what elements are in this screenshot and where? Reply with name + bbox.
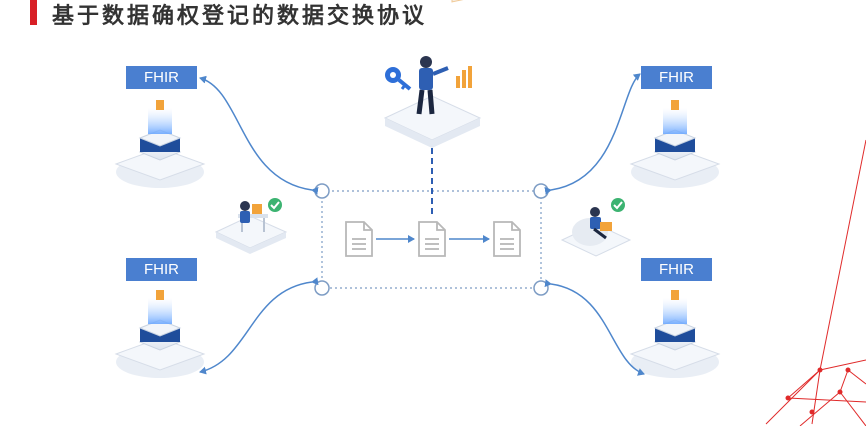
curve-arrow-bottom-left: [199, 277, 319, 375]
check-badge-icon: [268, 198, 282, 212]
document-icon: [345, 221, 373, 257]
corner-handle-top-right: [533, 183, 549, 199]
decorative-network: [765, 139, 866, 426]
fhir-label-bottom-left: FHIR: [126, 258, 197, 281]
server-stack-icon: [629, 100, 721, 188]
fhir-label-top-left: FHIR: [126, 66, 197, 89]
fhir-label-top-right: FHIR: [641, 66, 712, 89]
document-icon: [493, 221, 521, 257]
desk-worker-icon: [214, 201, 288, 254]
server-stack-icon: [114, 100, 206, 188]
document-icon: [418, 221, 446, 257]
curve-arrow-top-left: [199, 75, 319, 195]
curve-arrow-top-right: [544, 73, 641, 195]
key-icon: [385, 67, 412, 91]
fhir-label-bottom-right: FHIR: [641, 258, 712, 281]
corner-handle-bottom-left: [314, 280, 330, 296]
laptop-user-icon: [560, 207, 632, 257]
exchange-box: [321, 190, 542, 289]
presenter-person-icon: [383, 0, 482, 148]
check-badge-icon: [611, 198, 625, 212]
server-stack-icon: [114, 290, 206, 378]
server-stack-icon: [629, 290, 721, 378]
title-accent-bar: [30, 0, 37, 25]
page-title: 基于数据确权登记的数据交换协议: [52, 4, 428, 29]
corner-handle-bottom-right: [533, 280, 549, 296]
corner-handle-top-left: [314, 183, 330, 199]
curve-arrow-bottom-right: [544, 279, 645, 376]
